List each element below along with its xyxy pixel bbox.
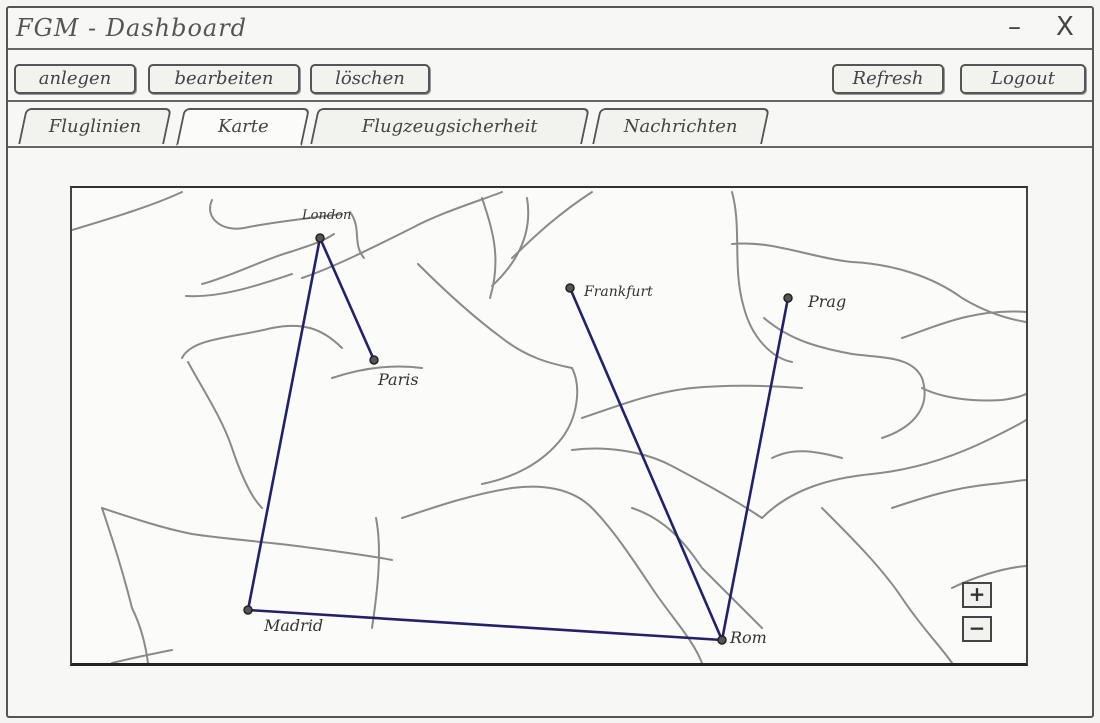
city-label-london: London — [302, 208, 352, 223]
tab-karte[interactable]: Karte — [175, 108, 311, 146]
route-madrid-rom[interactable] — [246, 608, 724, 642]
tab-label: Fluglinien — [48, 116, 142, 137]
tab-label: Nachrichten — [623, 116, 738, 137]
country-borders — [72, 191, 1026, 663]
map-tab-content: London Paris Frankfurt Prag Madrid Rom +… — [8, 148, 1092, 716]
refresh-button[interactable]: Refresh — [832, 64, 944, 94]
city-marker-paris[interactable] — [369, 355, 379, 365]
close-button[interactable]: X — [1056, 12, 1074, 42]
map-view[interactable]: London Paris Frankfurt Prag Madrid Rom +… — [70, 186, 1028, 666]
window-title: FGM - Dashboard — [16, 14, 248, 42]
route-london-madrid[interactable] — [246, 236, 322, 612]
minimize-button[interactable]: – — [1008, 12, 1021, 42]
city-marker-frankfurt[interactable] — [565, 283, 575, 293]
logout-button[interactable]: Logout — [960, 64, 1086, 94]
edit-button[interactable]: bearbeiten — [148, 64, 300, 94]
route-london-paris[interactable] — [318, 236, 376, 362]
city-marker-rom[interactable] — [717, 635, 727, 645]
tab-flugzeugsicherheit[interactable]: Flugzeugsicherheit — [310, 108, 590, 144]
city-marker-london[interactable] — [315, 233, 325, 243]
tab-label: Karte — [217, 116, 269, 137]
city-label-rom: Rom — [730, 628, 767, 647]
city-label-prag: Prag — [808, 292, 847, 311]
map-canvas — [72, 191, 1026, 663]
tab-fluglinien[interactable]: Fluglinien — [18, 108, 172, 144]
tab-nachrichten[interactable]: Nachrichten — [592, 108, 770, 144]
city-markers — [243, 233, 793, 645]
create-button[interactable]: anlegen — [14, 64, 136, 94]
delete-button[interactable]: löschen — [310, 64, 430, 94]
zoom-out-button[interactable]: − — [962, 616, 992, 642]
route-frankfurt-rom[interactable] — [568, 286, 724, 642]
tab-bar: Fluglinien Karte Flugzeugsicherheit Nach… — [8, 102, 1092, 148]
route-lines — [246, 236, 790, 642]
zoom-in-button[interactable]: + — [962, 582, 992, 608]
city-label-paris: Paris — [378, 370, 419, 389]
title-bar: FGM - Dashboard – X — [8, 8, 1092, 50]
city-label-madrid: Madrid — [264, 616, 324, 635]
app-window: FGM - Dashboard – X anlegen bearbeiten l… — [6, 6, 1094, 718]
toolbar: anlegen bearbeiten löschen Refresh Logou… — [8, 50, 1092, 102]
tab-label: Flugzeugsicherheit — [361, 116, 538, 137]
city-marker-prag[interactable] — [783, 293, 793, 303]
route-prag-rom[interactable] — [720, 296, 790, 642]
city-label-frankfurt: Frankfurt — [584, 284, 653, 300]
city-marker-madrid[interactable] — [243, 605, 253, 615]
